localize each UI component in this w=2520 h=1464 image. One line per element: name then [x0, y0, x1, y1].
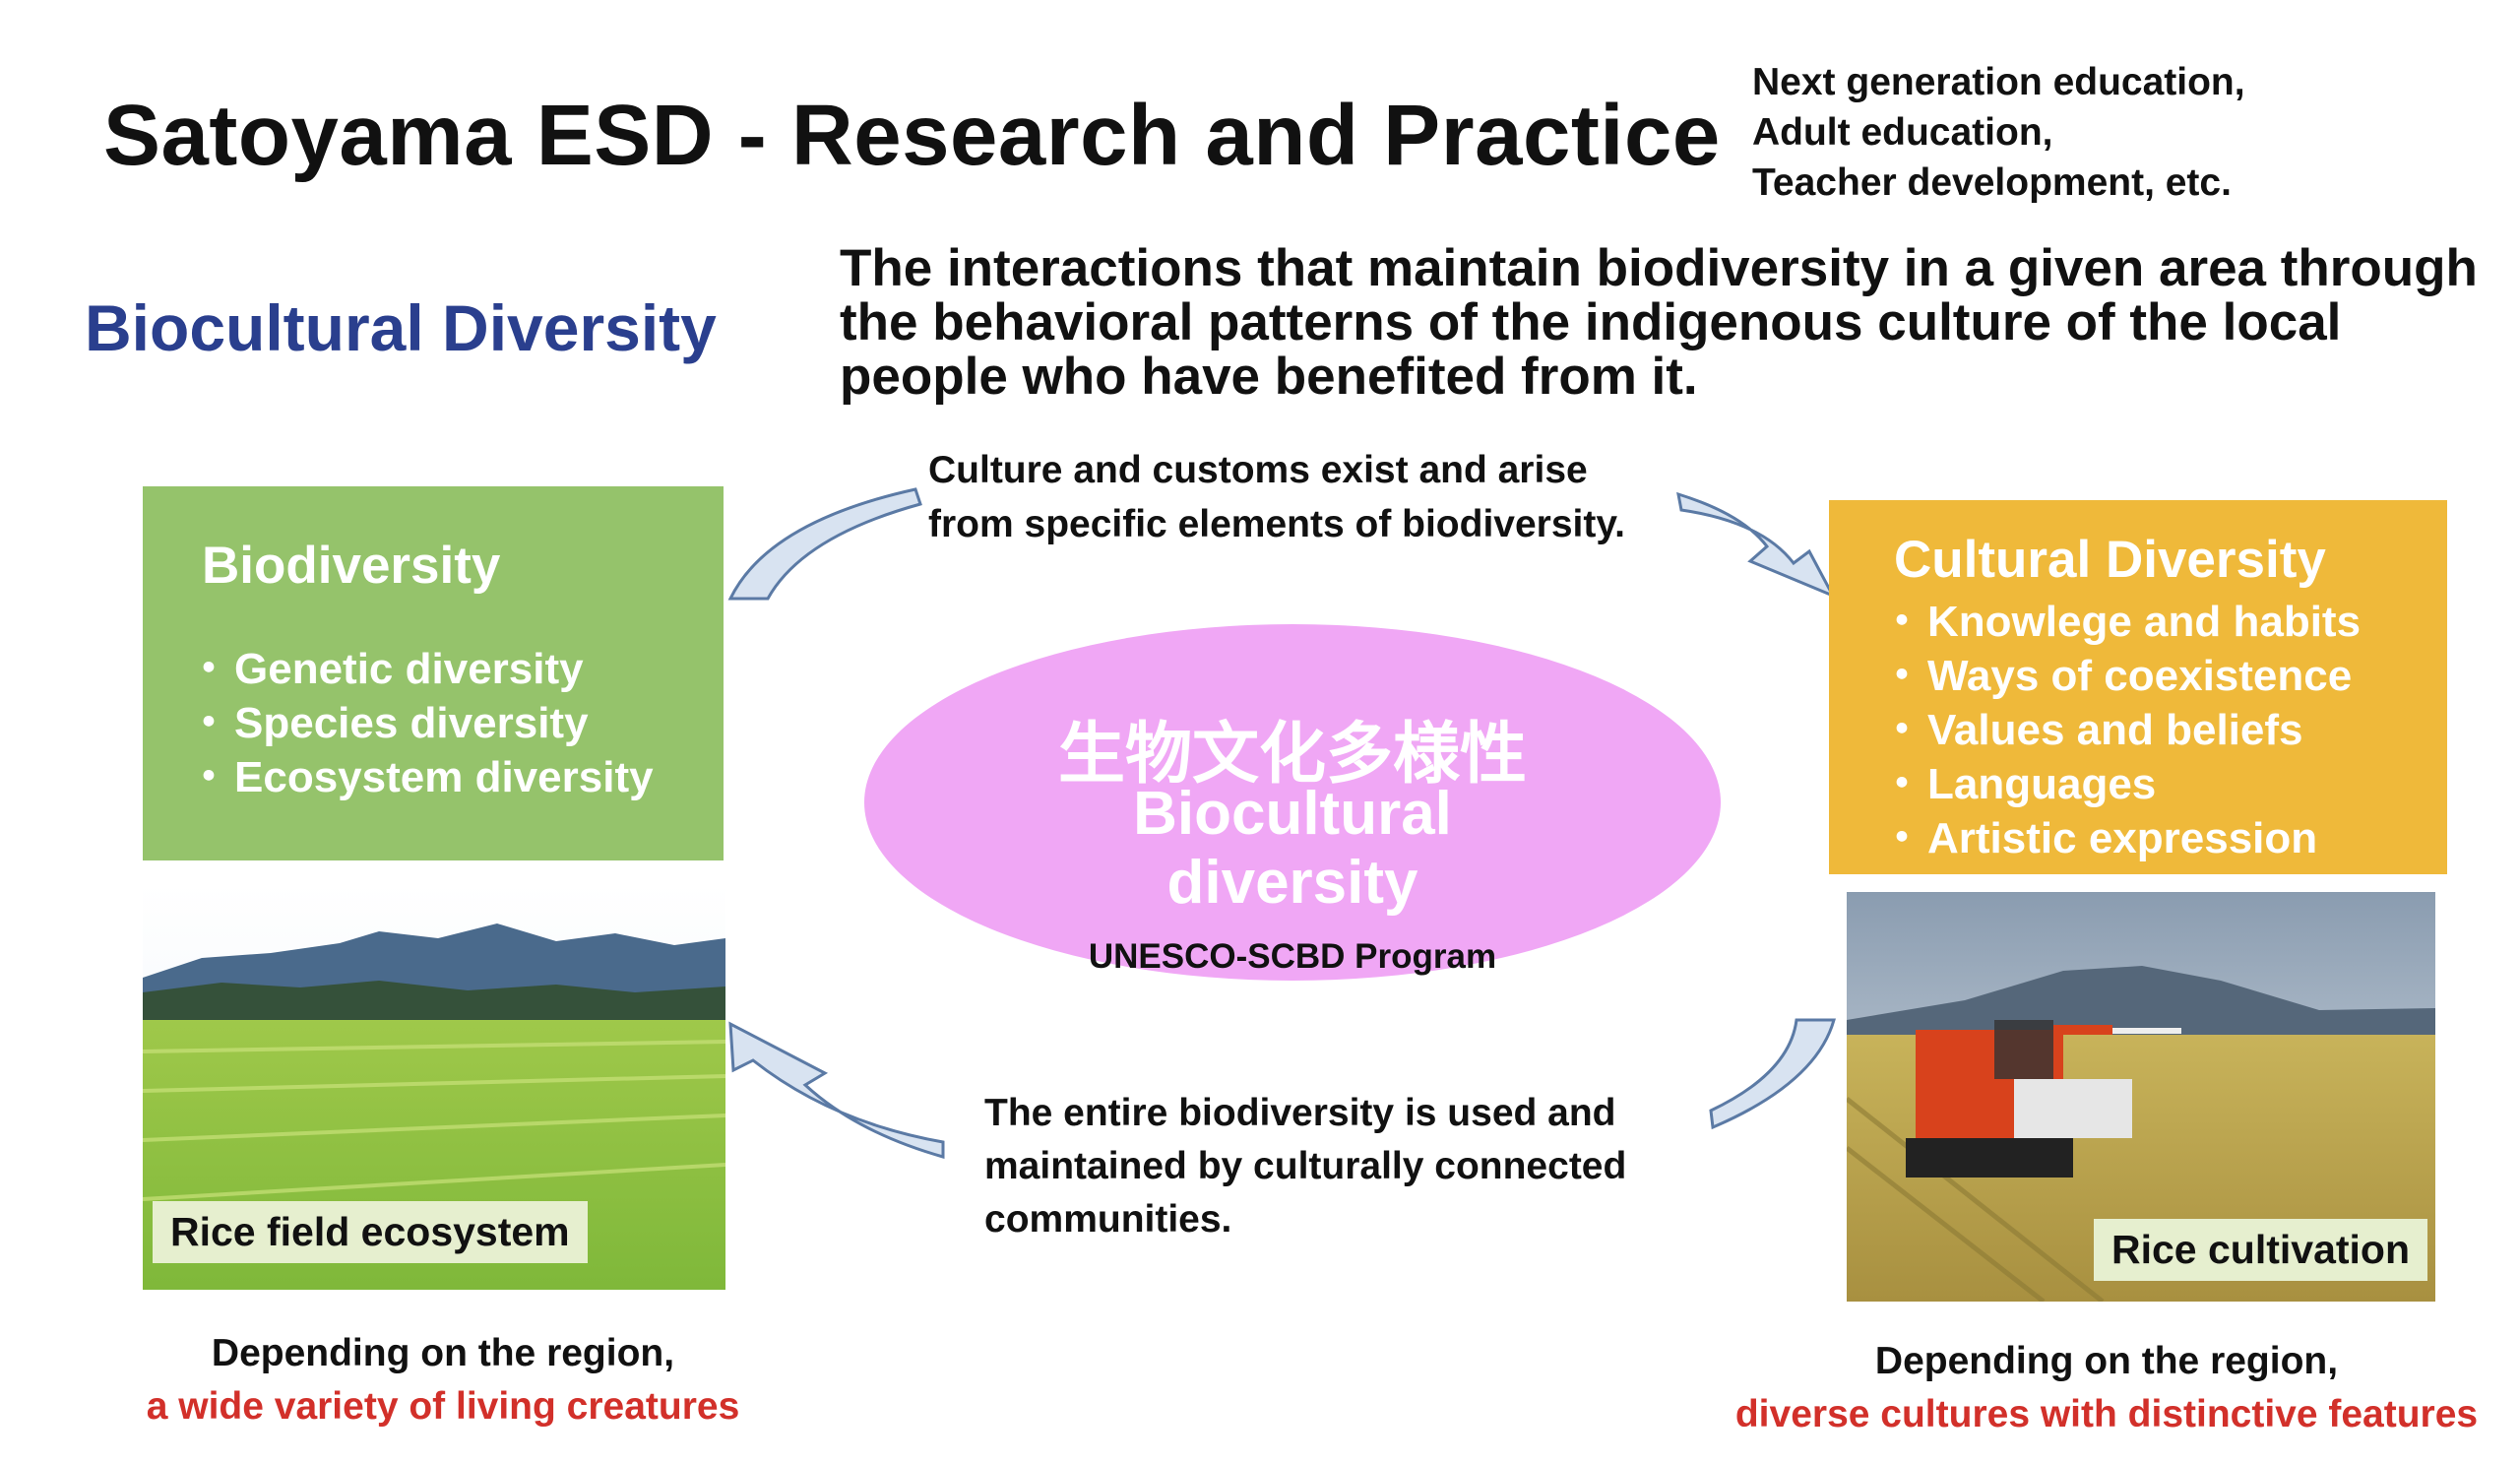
- center-english-label: Biocultural diversity: [1133, 780, 1452, 917]
- biodiversity-heading: Biodiversity: [202, 537, 501, 595]
- program-label: UNESCO-SCBD Program: [1088, 937, 1497, 976]
- cultural-heading: Cultural Diversity: [1894, 531, 2326, 589]
- rice-cultivation-caption: Rice cultivation: [2093, 1219, 2427, 1281]
- audience-line: Adult education,: [1752, 111, 2053, 154]
- arrow-top-line: Culture and customs exist and arise: [928, 449, 1588, 491]
- list-item: ・Knowlege and habits: [1880, 598, 2362, 646]
- cultural-diversity-box: Cultural Diversity ・Knowlege and habits …: [1829, 500, 2447, 874]
- arrow-top-right: [1676, 491, 1837, 599]
- audience-line: Next generation education,: [1752, 61, 2245, 103]
- cultural-list: ・Knowlege and habits ・Ways of coexistenc…: [1880, 595, 2361, 865]
- rice-field-caption: Rice field ecosystem: [153, 1201, 588, 1263]
- rice-field-photo: Rice field ecosystem: [143, 884, 725, 1290]
- list-item: ・Ways of coexistence: [1880, 652, 2353, 700]
- right-note: Depending on the region, diverse culture…: [1693, 1335, 2520, 1441]
- arrow-top-left: [727, 487, 922, 601]
- audience-list: Next generation education, Adult educati…: [1752, 57, 2245, 208]
- arrow-bottom-line: maintained by culturally connected: [984, 1145, 1627, 1187]
- list-item: ・Values and beliefs: [1880, 706, 2303, 754]
- left-note-line1: Depending on the region,: [211, 1332, 675, 1374]
- audience-line: Teacher development, etc.: [1752, 161, 2232, 204]
- left-note-line2: a wide variety of living creatures: [146, 1385, 740, 1428]
- biodiversity-box: Biodiversity ・Genetic diversity ・Species…: [143, 486, 724, 860]
- list-item: ・Artistic expression: [1880, 814, 2318, 862]
- list-item: ・Languages: [1880, 760, 2157, 808]
- list-item: ・Ecosystem diversity: [187, 753, 654, 801]
- right-note-line1: Depending on the region,: [1874, 1340, 2339, 1382]
- arrow-top-text: Culture and customs exist and arise from…: [928, 443, 1625, 551]
- biodiversity-list: ・Genetic diversity ・Species diversity ・E…: [187, 642, 654, 804]
- arrow-bottom-line: communities.: [984, 1198, 1232, 1241]
- list-item: ・Genetic diversity: [187, 645, 584, 693]
- page-title: Satoyama ESD - Research and Practice: [103, 88, 1721, 183]
- rice-cultivation-photo: Rice cultivation: [1847, 892, 2435, 1302]
- arrow-bottom-text: The entire biodiversity is used and main…: [984, 1087, 1626, 1246]
- arrow-top-line: from specific elements of biodiversity.: [928, 503, 1625, 545]
- section-heading: Biocultural Diversity: [85, 291, 717, 364]
- arrow-bottom-line: The entire biodiversity is used and: [984, 1092, 1616, 1134]
- definition-text: The interactions that maintain biodivers…: [840, 239, 2478, 406]
- list-item: ・Species diversity: [187, 699, 589, 747]
- arrow-bottom-left: [728, 1021, 945, 1159]
- left-note: Depending on the region, a wide variety …: [98, 1327, 788, 1433]
- center-ellipse: [864, 624, 1721, 981]
- arrow-bottom-right: [1709, 1018, 1836, 1130]
- center-japanese-label: 生物文化多様性: [1057, 717, 1527, 792]
- right-note-line2: diverse cultures with distinctive featur…: [1734, 1393, 2479, 1435]
